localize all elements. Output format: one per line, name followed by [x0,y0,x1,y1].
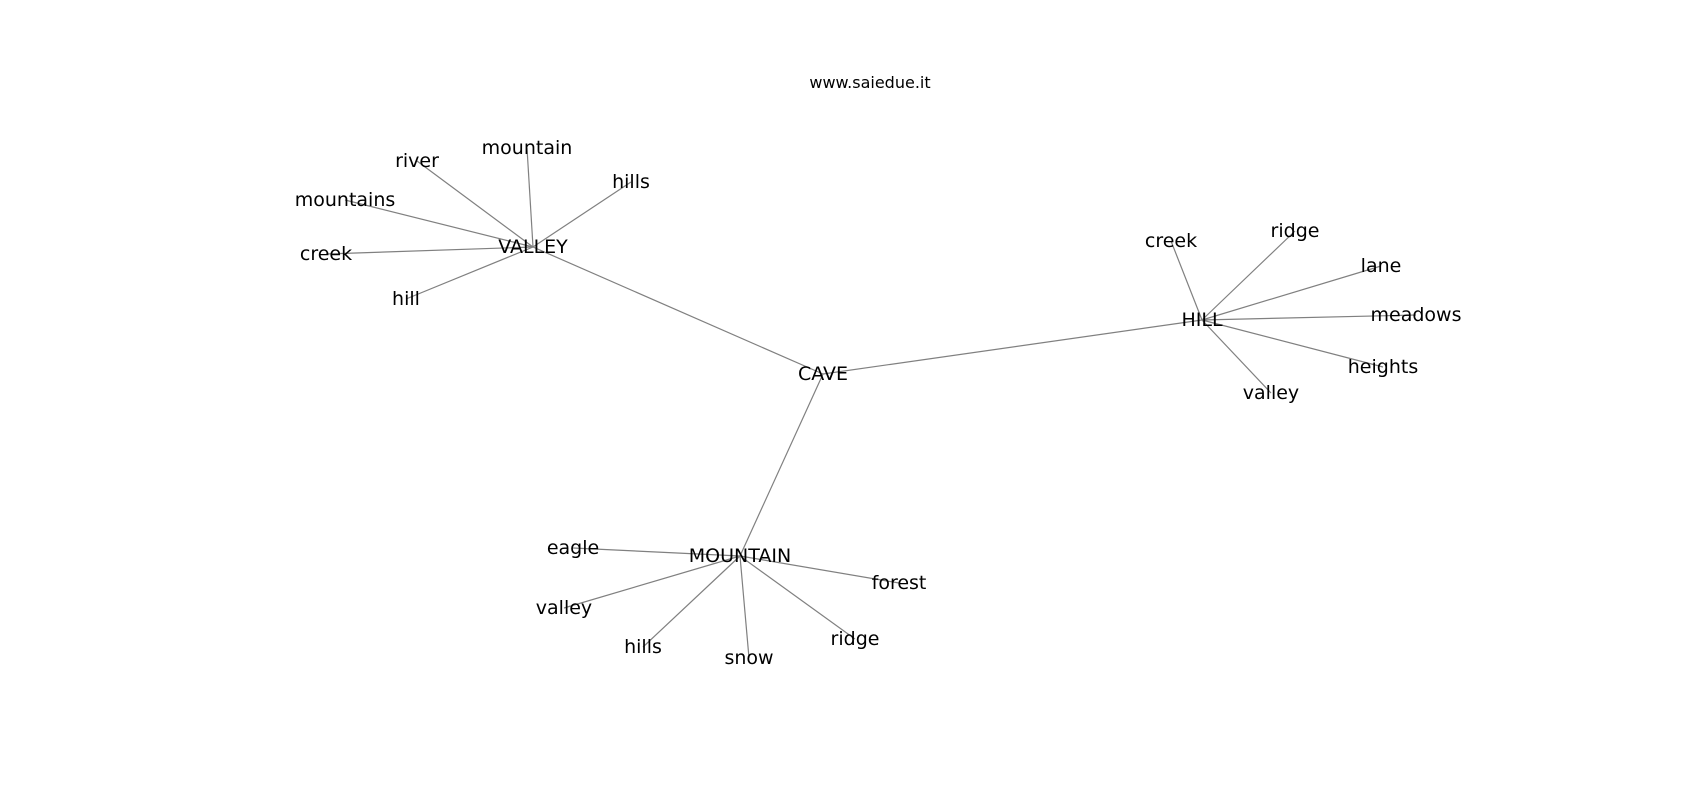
node-valley-mountain: mountain [482,137,573,159]
node-hill-creek: creek [1145,230,1197,252]
node-hill-heights: heights [1348,356,1418,378]
edge-cave-hill [822,319,1203,375]
edge-mountain-hills [642,555,741,648]
edge-hill-meadows [1201,314,1417,321]
node-valley: VALLEY [498,236,568,258]
node-valley-hills: hills [612,171,650,193]
node-hill-meadows: meadows [1371,304,1462,326]
node-valley-creek: creek [300,243,352,265]
edge-valley-creek [325,246,534,255]
edge-hill-valley [1201,319,1272,394]
node-hill-valley: valley [1243,382,1299,404]
edge-valley-mountain [526,147,534,248]
edge-hill-ridge [1201,230,1296,321]
labels-layer: CAVE VALLEY mountain river hills mountains cre… [295,137,1462,669]
edge-hill-heights [1201,319,1384,368]
node-valley-mountains: mountains [295,189,396,211]
node-mountain: MOUNTAIN [689,545,791,567]
node-hill: HILL [1181,309,1222,331]
edge-mountain-valley [563,555,741,609]
node-hill-ridge: ridge [1271,220,1320,242]
node-mountain-forest: forest [872,572,927,594]
edge-cave-mountain [739,373,824,557]
edges-layer [325,147,1417,659]
edge-valley-hill [405,246,534,300]
edge-hill-creek [1170,240,1203,321]
node-cave: CAVE [798,363,848,385]
node-mountain-valley: valley [536,597,592,619]
node-valley-hill: hill [392,288,420,310]
edge-valley-mountains [344,199,534,248]
edge-cave-valley [532,246,824,375]
node-mountain-hills: hills [624,636,662,658]
node-valley-river: river [395,150,439,172]
edge-mountain-eagle [572,547,741,557]
edge-mountain-ridge [739,555,856,640]
edge-valley-hills [532,181,632,248]
node-hill-lane: lane [1361,255,1402,277]
edge-valley-river [416,160,534,248]
edge-hill-lane [1201,265,1382,321]
edge-mountain-snow [739,555,750,659]
edge-mountain-forest [739,555,900,584]
node-mountain-ridge: ridge [831,628,880,650]
watermark-text: www.saiedue.it [809,73,930,92]
node-mountain-snow: snow [724,647,773,669]
node-mountain-eagle: eagle [547,537,599,559]
